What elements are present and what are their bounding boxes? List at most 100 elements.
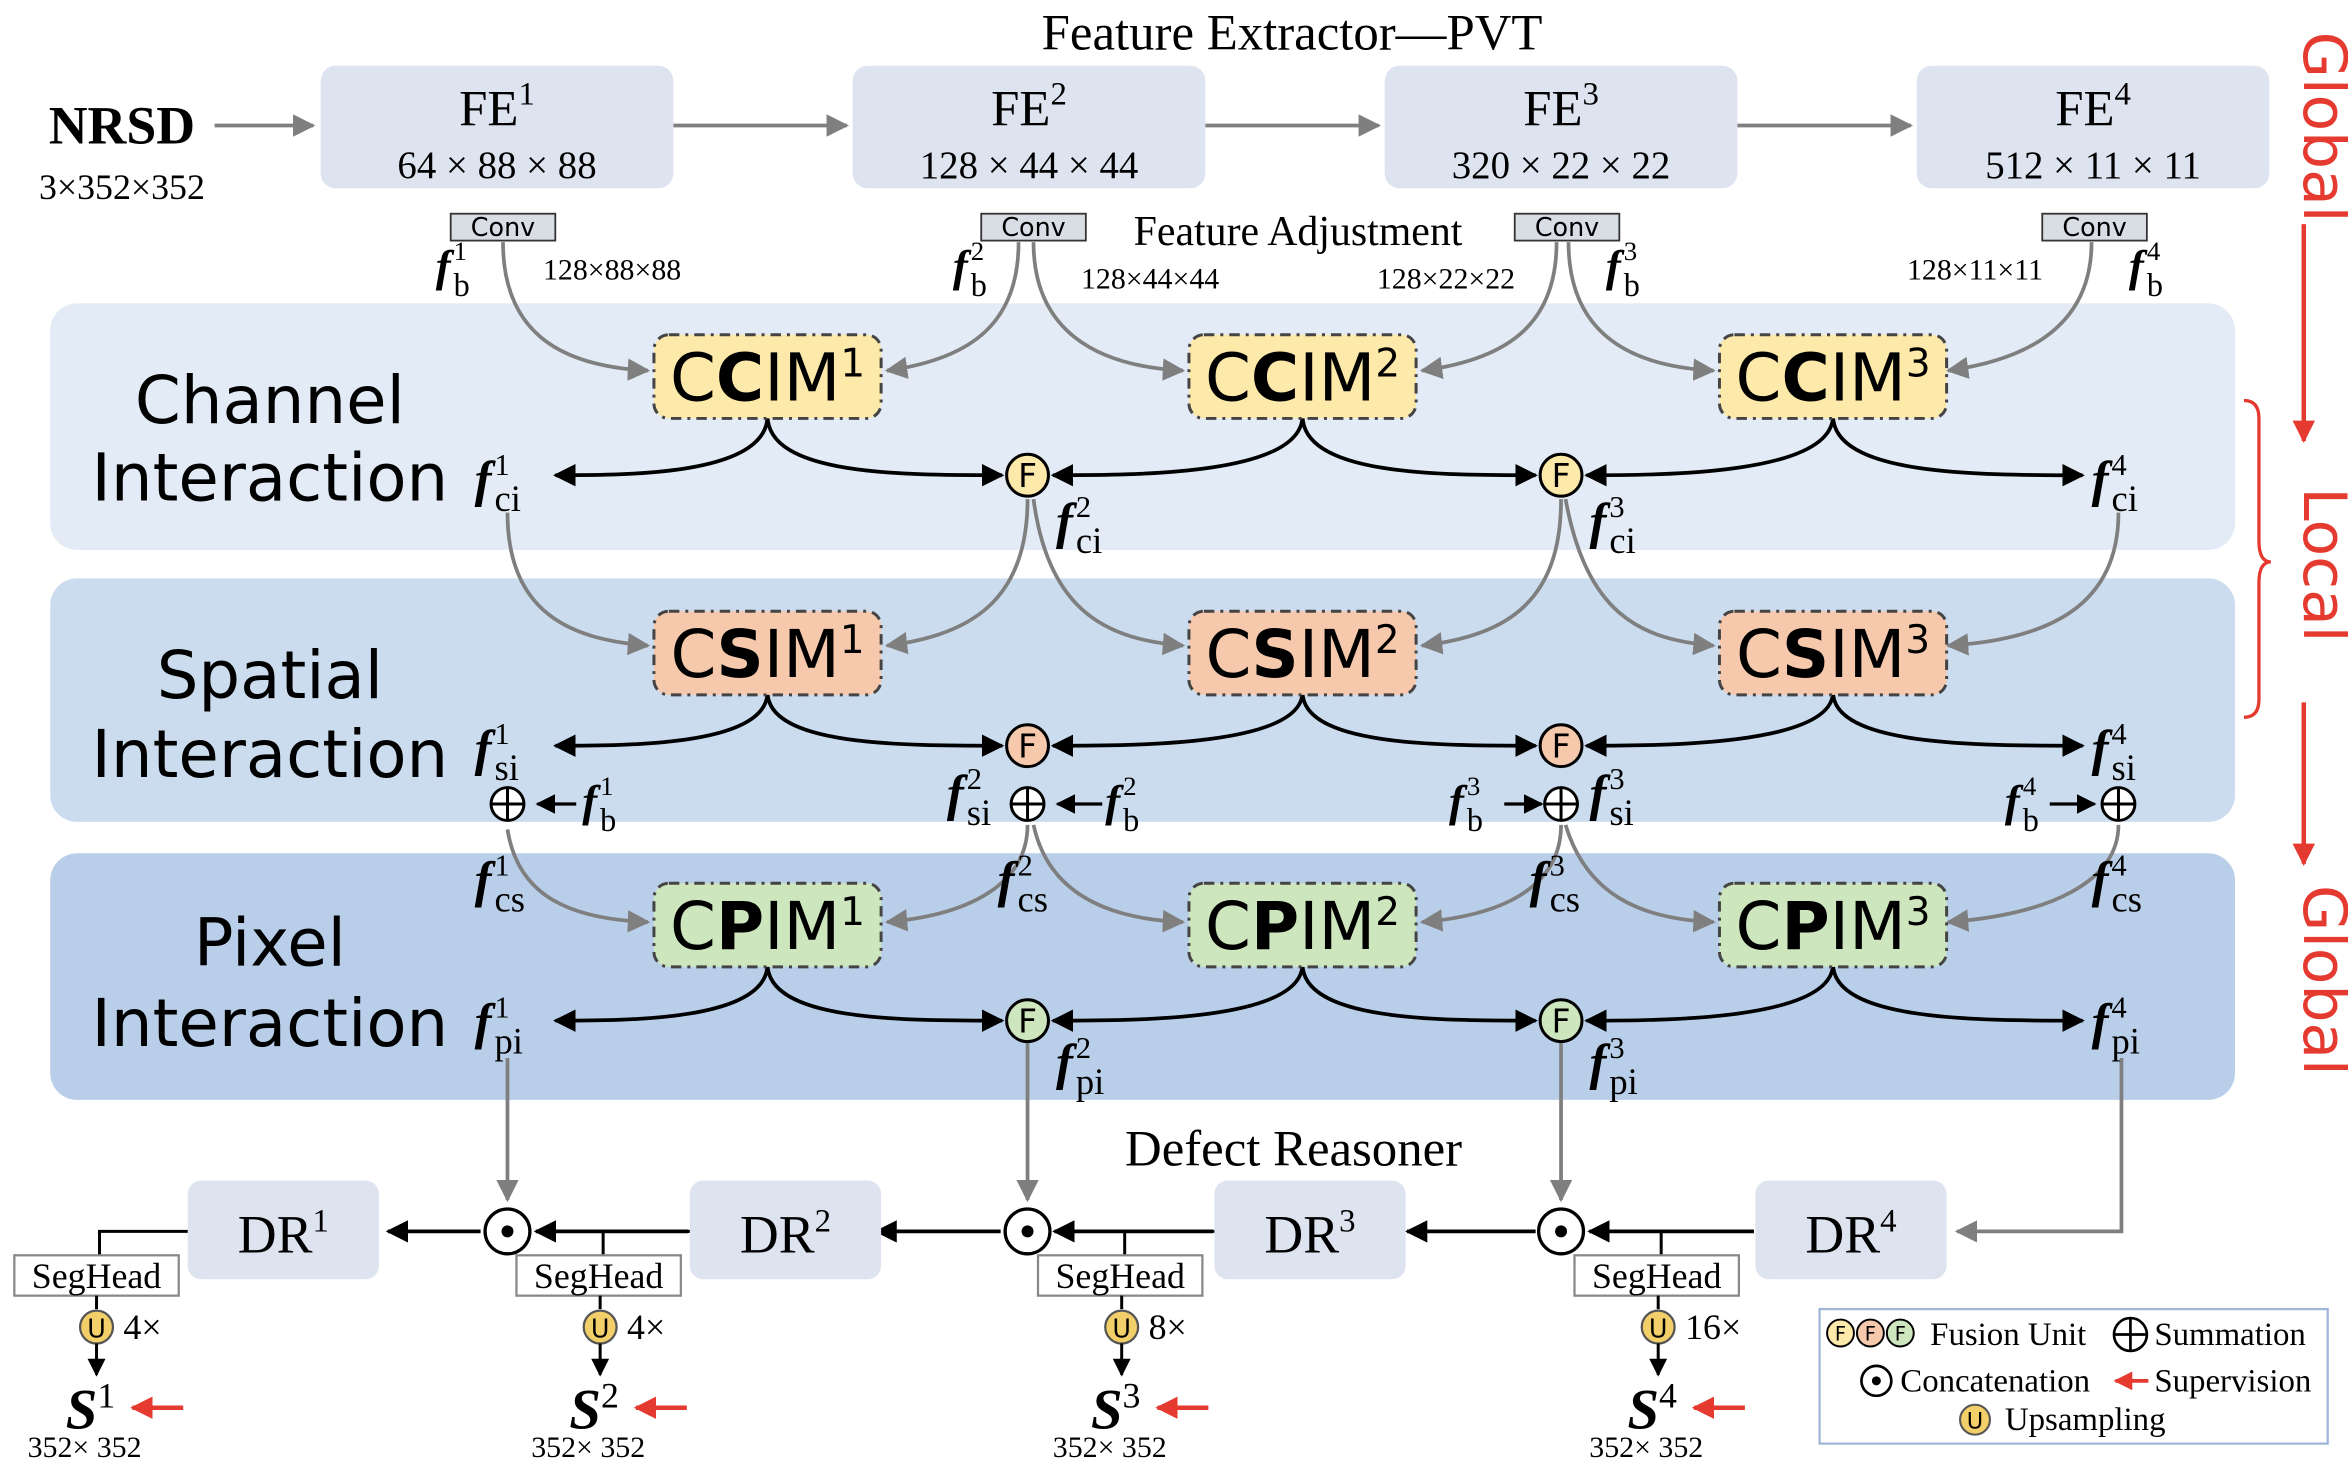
local-brace xyxy=(2243,398,2272,719)
spatial-fusion-unit-2 xyxy=(1005,723,1050,769)
seghead-label: SegHead xyxy=(1055,1256,1185,1296)
svg-text:F: F xyxy=(1835,1322,1846,1345)
pixel-m3-left xyxy=(1584,963,1835,1032)
upsample-factor-1: 4× xyxy=(123,1307,161,1347)
legend-concat-label: Concatenation xyxy=(1900,1363,2090,1399)
seghead-label: SegHead xyxy=(534,1256,664,1296)
fe-block-name: FE3 xyxy=(1523,77,1599,137)
dr-block-name: DR1 xyxy=(238,1203,329,1264)
cs4-to-cpim3 xyxy=(1945,824,2121,932)
upsample-factor-3: 8× xyxy=(1149,1307,1187,1347)
dr-block-name: DR3 xyxy=(1264,1203,1355,1264)
seghead-box-2 xyxy=(515,1254,682,1297)
fe-block-dims: 320 × 22 × 22 xyxy=(1452,144,1671,187)
spatial-module-2 xyxy=(1187,609,1418,697)
adjusted-dims-1: 128×88×88 xyxy=(543,253,681,286)
spatial-module-label: CSIM1 xyxy=(670,616,864,693)
channel-module-2 xyxy=(1187,333,1418,420)
upsample-letter: U xyxy=(1112,1314,1131,1344)
spatial-fusion-unit-3 xyxy=(1538,723,1584,769)
cs2-to-cpim1 xyxy=(884,824,1030,932)
conv3-to-ccim2 xyxy=(1419,242,1559,380)
fe-block-dims: 64 × 88 × 88 xyxy=(397,144,596,187)
spatial-title-line1: Spatial xyxy=(157,637,383,714)
channel-m3-left xyxy=(1584,415,1835,487)
ci3-to-csim2 xyxy=(1419,499,1563,655)
conv1-to-ccim1 xyxy=(501,242,651,381)
pixel-module-3 xyxy=(1717,881,1949,969)
pixel-m3-right xyxy=(1831,963,2085,1032)
conv-box-2 xyxy=(980,212,1087,242)
channel-module-label: CCIM1 xyxy=(670,340,865,417)
legend-upsample-label: Upsampling xyxy=(2005,1402,2166,1438)
fe-block-dims: 128 × 44 × 44 xyxy=(920,144,1139,187)
side-label-global-top: Global xyxy=(2289,32,2348,223)
side-label-local: Local xyxy=(2289,487,2348,642)
legend-summation-label: Summation xyxy=(2154,1317,2306,1353)
output-map-1: S1 xyxy=(66,1376,116,1442)
conv4-to-ccim3 xyxy=(1945,242,2094,379)
defect-reasoner-title: Defect Reasoner xyxy=(1125,1121,1462,1177)
fe-block-1 xyxy=(320,65,674,189)
pixel-module-label: CPIM2 xyxy=(1205,888,1400,965)
fusion-letter: F xyxy=(1552,456,1571,495)
channel-module-1 xyxy=(652,333,883,420)
cs2-to-cpim2 xyxy=(1031,824,1186,933)
spatial-m1-right xyxy=(765,691,1005,757)
fe-block-name: FE1 xyxy=(459,77,535,137)
spatial-m3-right xyxy=(1831,691,2085,757)
conv-label: Conv xyxy=(471,212,535,242)
feature-adjustment-label: Feature Adjustment xyxy=(1134,209,1463,255)
channel-fusion-unit-2 xyxy=(1005,452,1050,498)
pixel-module-label: CPIM1 xyxy=(670,888,865,965)
fe-block-dims: 512 × 11 × 11 xyxy=(1985,144,2201,187)
feature-extractor-title: Feature Extractor—PVT xyxy=(1042,4,1543,60)
seghead-branch-4 xyxy=(1659,1229,1754,1256)
dr-block-name: DR4 xyxy=(1805,1203,1896,1264)
output-map-3: S3 xyxy=(1091,1376,1141,1442)
pixel-module-2 xyxy=(1187,881,1418,969)
upsample-factor-2: 4× xyxy=(627,1307,665,1347)
seghead-label: SegHead xyxy=(1592,1256,1722,1296)
fe-block-name: FE2 xyxy=(991,77,1067,137)
pixel-fusion-unit-2 xyxy=(1005,998,1050,1044)
channel-m2-left xyxy=(1050,415,1305,487)
legend-fusion-label: Fusion Unit xyxy=(1930,1317,2086,1353)
legend-fusion-icon xyxy=(1826,1318,1855,1348)
spatial-module-1 xyxy=(652,609,883,697)
pixel-title-line1: Pixel xyxy=(194,904,346,981)
fe-block-3 xyxy=(1384,65,1738,189)
dr-block-2 xyxy=(689,1180,882,1280)
ci3-to-csim3 xyxy=(1563,498,1716,656)
conv-label: Conv xyxy=(2062,212,2126,242)
legend-fusion-icon xyxy=(1885,1318,1915,1348)
legend-fusion-icon xyxy=(1855,1318,1885,1348)
adjusted-dims-3: 128×22×22 xyxy=(1377,262,1515,295)
pixel-fusion-unit-3 xyxy=(1538,998,1584,1044)
adjusted-dims-2: 128×44×44 xyxy=(1081,262,1219,295)
ci4-to-csim3 xyxy=(1945,512,2121,656)
seghead-box-3 xyxy=(1036,1254,1204,1297)
spatial-m3-left xyxy=(1584,691,1835,757)
cs1-to-cpim1 xyxy=(505,829,651,933)
input-size: 3×352×352 xyxy=(39,167,205,207)
output-size-3: 352× 352 xyxy=(1053,1431,1167,1464)
seghead-label: SegHead xyxy=(32,1256,162,1296)
fe-block-4 xyxy=(1916,65,2270,189)
channel-m1-right xyxy=(765,415,1005,487)
cs3-to-cpim3 xyxy=(1563,824,1716,933)
